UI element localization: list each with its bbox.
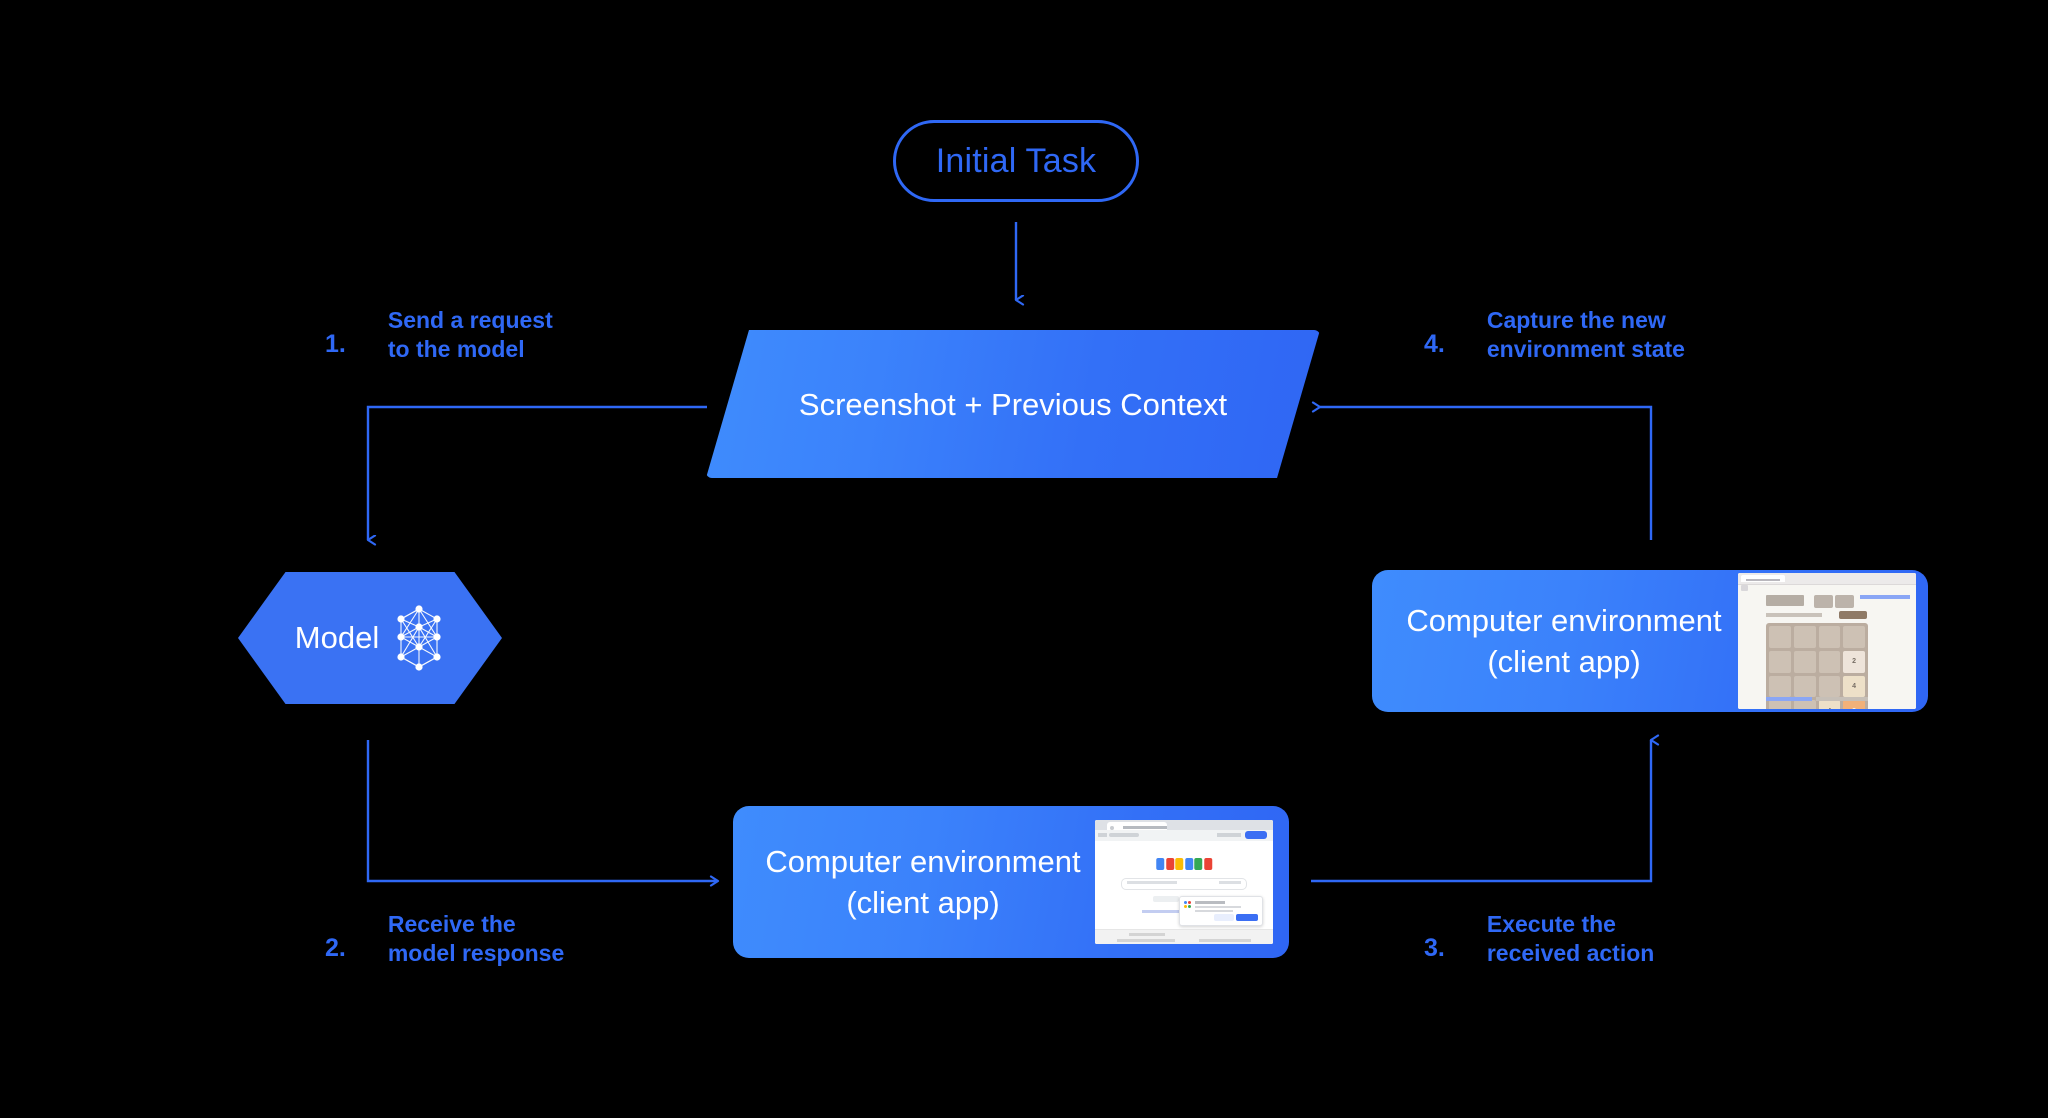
arrow-step-2-model-to-env xyxy=(366,740,720,887)
context-node-shape xyxy=(706,330,1320,478)
step-1-number: 1. xyxy=(325,330,346,358)
how-to-play-text xyxy=(1766,613,1822,617)
google-g-icon xyxy=(1184,901,1191,908)
context-node: Screenshot + Previous Context xyxy=(706,330,1320,478)
footer-country-text xyxy=(1129,933,1165,936)
tile xyxy=(1793,650,1816,673)
tile xyxy=(1769,675,1791,698)
step-3-text: Execute the received action xyxy=(1486,911,1655,966)
tile xyxy=(1769,700,1791,709)
tile xyxy=(1818,650,1841,673)
model-node-label: Model xyxy=(294,620,380,655)
computer-environment-right-node: Computer environment (client app) xyxy=(1372,570,1928,712)
tile xyxy=(1769,650,1791,673)
favicon-icon xyxy=(1110,825,1114,830)
initial-task-node: Initial Task xyxy=(893,120,1139,202)
env-right-label: Computer environment (client app) xyxy=(1406,603,1722,679)
game-board-2048[interactable]: 2 4 4 8 xyxy=(1766,623,1868,709)
arrow-step-3-env-to-env xyxy=(1311,734,1660,883)
dialog-body-line-1 xyxy=(1195,906,1241,908)
browser-chrome-bar xyxy=(1095,820,1273,830)
step-3-annotation: 3. Execute the received action xyxy=(1424,910,1654,968)
browser-tab xyxy=(1741,575,1785,582)
tile xyxy=(1793,626,1816,648)
neural-network-icon xyxy=(397,605,441,671)
tile xyxy=(1793,675,1816,698)
browser-url-text[interactable] xyxy=(1109,833,1139,837)
tile xyxy=(1818,626,1841,648)
dialog-primary-button[interactable] xyxy=(1236,914,1258,921)
score-box xyxy=(1814,595,1833,608)
arrow-step-4-env-to-context xyxy=(1311,401,1653,540)
page-header-link xyxy=(1860,595,1910,599)
game-title-2048 xyxy=(1766,595,1804,606)
dialog-secondary-button[interactable] xyxy=(1214,914,1234,921)
sign-in-button[interactable] xyxy=(1245,831,1267,839)
step-2-number: 2. xyxy=(325,934,346,962)
google-logo xyxy=(1156,858,1212,870)
footer-links-left[interactable] xyxy=(1117,939,1175,942)
page-footer xyxy=(1095,929,1273,944)
model-node-shape xyxy=(238,572,502,704)
footer-link xyxy=(1766,697,1812,701)
browser-url-chip xyxy=(1741,585,1748,591)
env-bottom-label: Computer environment (client app) xyxy=(765,844,1081,920)
tile: 2 xyxy=(1843,650,1865,673)
step-2-annotation: 2. Receive the model response xyxy=(325,910,564,968)
best-score-box xyxy=(1835,595,1854,608)
step-2-text: Receive the model response xyxy=(387,911,565,966)
step-3-number: 3. xyxy=(1424,934,1445,962)
tile xyxy=(1793,700,1816,709)
initial-task-label: Initial Task xyxy=(935,141,1097,180)
dialog-body-line-2 xyxy=(1195,910,1233,912)
tile xyxy=(1843,626,1865,648)
google-search-button[interactable] xyxy=(1153,896,1179,902)
env-right-thumbnail-2048: 2 4 4 8 xyxy=(1738,573,1916,709)
tile: 4 xyxy=(1843,675,1865,698)
tile: 4 xyxy=(1818,700,1841,709)
dialog-title xyxy=(1195,901,1225,904)
browser-nav-buttons[interactable] xyxy=(1098,833,1107,837)
step-4-annotation: 4. Capture the new environment state xyxy=(1424,306,1685,364)
browser-omnibox-bar xyxy=(1095,830,1273,841)
browser-chrome-bar xyxy=(1738,573,1916,585)
new-game-button[interactable] xyxy=(1839,611,1867,619)
step-4-text: Capture the new environment state xyxy=(1486,307,1685,362)
context-node-label: Screenshot + Previous Context xyxy=(798,386,1228,422)
step-4-number: 4. xyxy=(1424,330,1445,358)
arrow-step-1-context-to-model xyxy=(366,405,707,540)
tile xyxy=(1818,675,1841,698)
env-bottom-thumbnail-google xyxy=(1095,820,1273,944)
browser-tab-title xyxy=(1123,826,1167,829)
browser-tab-title xyxy=(1746,578,1780,581)
step-1-annotation: 1. Send a request to the model xyxy=(325,306,553,364)
tile xyxy=(1769,626,1791,648)
google-search-input[interactable] xyxy=(1121,878,1247,890)
browser-toolbar-icons[interactable] xyxy=(1217,833,1241,837)
computer-environment-bottom-node: Computer environment (client app) xyxy=(733,806,1289,958)
footer-links-right[interactable] xyxy=(1199,939,1251,942)
search-voice-lens-icons[interactable] xyxy=(1219,881,1241,884)
browser-tab xyxy=(1107,822,1167,830)
model-node: Model xyxy=(238,572,502,704)
search-placeholder-text xyxy=(1127,881,1177,884)
footer-text xyxy=(1816,697,1868,701)
step-1-text: Send a request to the model xyxy=(387,307,553,362)
signin-dialog[interactable] xyxy=(1179,896,1263,926)
tile: 8 xyxy=(1843,700,1865,709)
